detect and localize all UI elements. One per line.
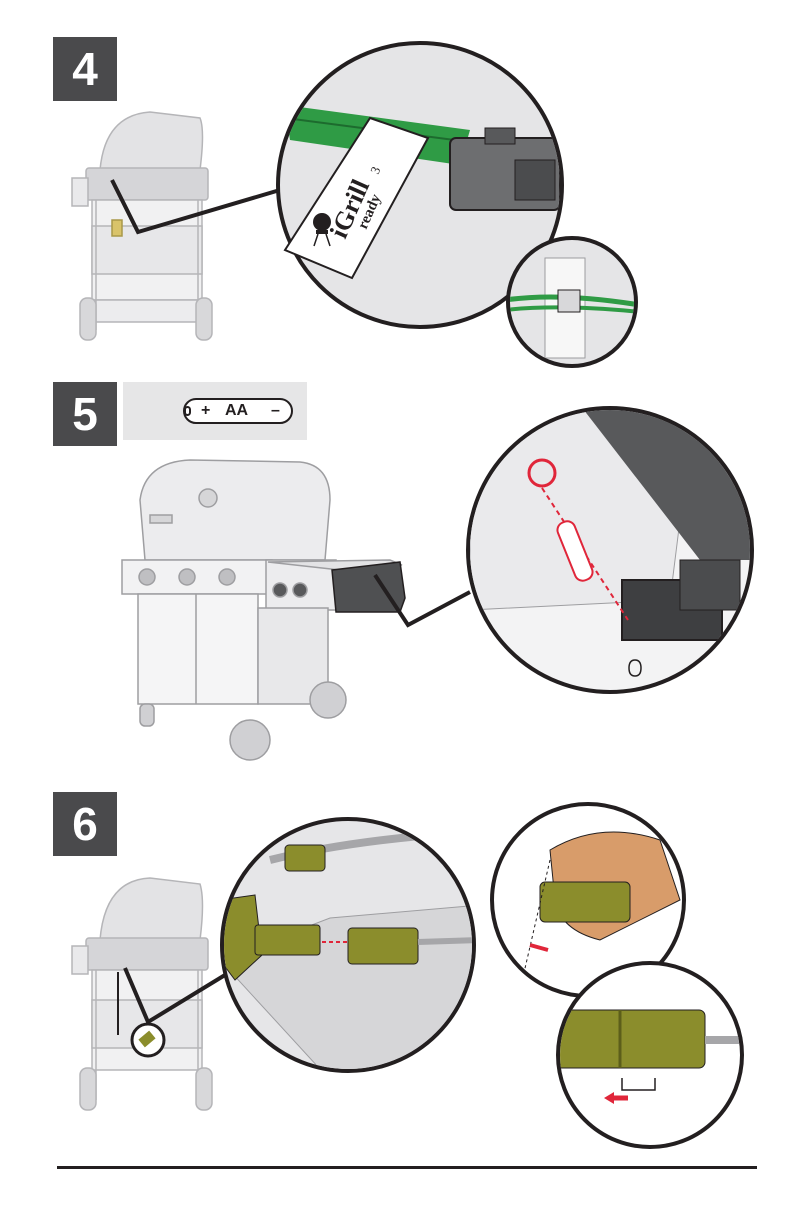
step-number-6: 6 bbox=[53, 792, 117, 856]
battery-minus-sign: – bbox=[271, 402, 280, 420]
aa-battery-icon: + AA – bbox=[183, 398, 293, 424]
battery-cap bbox=[529, 460, 555, 486]
step4-grill-illustration bbox=[72, 112, 212, 340]
battery-plus-sign: + bbox=[201, 402, 210, 420]
battery-callout: + AA – bbox=[123, 382, 307, 440]
step5-grill-illustration bbox=[122, 460, 405, 760]
step-number-4: 4 bbox=[53, 37, 117, 101]
step6-detail-circle bbox=[220, 819, 480, 1080]
battery-terminal bbox=[184, 406, 191, 416]
step6-connected-detail-circle bbox=[555, 963, 745, 1147]
battery-type-label: AA bbox=[225, 402, 248, 420]
footer-divider bbox=[57, 1166, 757, 1169]
step-number-5: 5 bbox=[53, 382, 117, 446]
step5-detail-circle bbox=[468, 400, 760, 692]
step4-clip-detail-circle bbox=[505, 238, 640, 366]
